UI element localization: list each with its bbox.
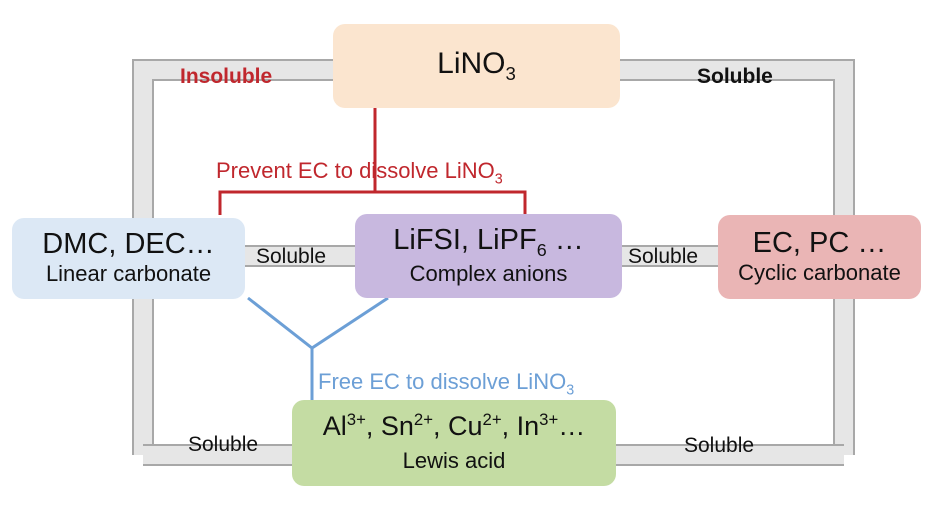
lewis-acid-examples: Al3+, Sn2+, Cu2+, In3+…: [322, 410, 586, 442]
lewis-acid-label: Lewis acid: [402, 448, 506, 474]
soluble-linear-complex-label: Soluble: [256, 245, 327, 268]
soluble-bottom-left-label: Soluble: [188, 433, 259, 456]
lino3-label: LiNO3: [437, 47, 516, 85]
complex-anions-examples: LiFSI, LiPF6 …: [393, 224, 584, 260]
prevent-annotation: Prevent EC to dissolve LiNO3: [216, 158, 503, 188]
cyclic-carbonate-label: Cyclic carbonate: [738, 259, 901, 285]
soluble-top-right-label: Soluble: [697, 65, 773, 88]
soluble-bottom-right-label: Soluble: [684, 434, 755, 457]
soluble-complex-cyclic-label: Soluble: [628, 245, 699, 268]
cyclic-carbonate-examples: EC, PC …: [752, 226, 887, 259]
complex-anions-box: LiFSI, LiPF6 … Complex anions: [355, 214, 622, 298]
linear-carbonate-label: Linear carbonate: [45, 261, 212, 287]
free-fork: [247, 296, 389, 402]
complex-anions-label: Complex anions: [409, 260, 568, 286]
linear-carbonate-examples: DMC, DEC…: [42, 228, 215, 261]
lewis-acid-box: Al3+, Sn2+, Cu2+, In3+… Lewis acid: [292, 400, 616, 486]
free-annotation: Free EC to dissolve LiNO3: [318, 369, 575, 399]
linear-carbonate-box: DMC, DEC… Linear carbonate: [12, 218, 245, 299]
link-linear-complex: [240, 247, 360, 265]
prevent-bracket: [218, 108, 527, 215]
cyclic-carbonate-box: EC, PC … Cyclic carbonate: [718, 215, 921, 299]
insoluble-label: Insoluble: [180, 65, 273, 88]
lino3-box: LiNO3: [333, 24, 620, 108]
link-complex-cyclic: [618, 247, 723, 265]
